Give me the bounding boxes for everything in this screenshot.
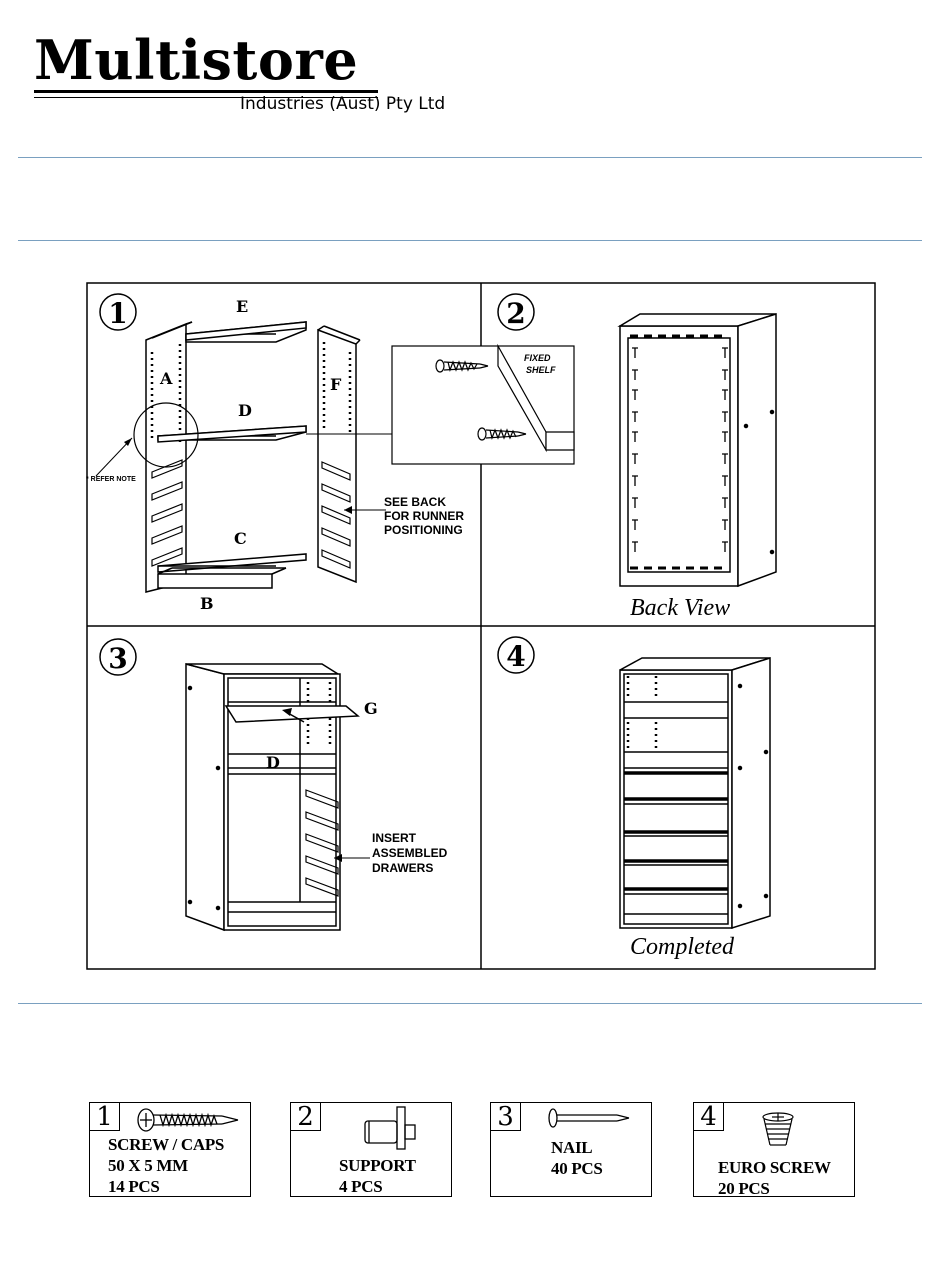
part-number: 4: [694, 1103, 724, 1131]
label-c: C: [234, 529, 247, 548]
part-line: 40 PCS: [551, 1158, 603, 1179]
label-e: E: [236, 297, 248, 316]
svg-text:4: 4: [506, 640, 525, 673]
part-card-nail: 3 NAIL 40 PCS: [490, 1102, 652, 1197]
step-3-insert-drawers: [186, 664, 370, 930]
step-1-exploded-view: [96, 322, 574, 592]
brand-name: Multistore: [34, 28, 358, 92]
part-description: EURO SCREW 20 PCS: [718, 1157, 831, 1199]
refer-note: * REFER NOTE: [86, 476, 136, 483]
see-back-line-2: FOR RUNNER: [384, 509, 464, 523]
svg-text:2: 2: [506, 297, 525, 330]
label-d: D: [238, 401, 252, 420]
step-1-badge: 1: [100, 294, 136, 330]
step-2-badge: 2: [498, 294, 534, 330]
part-line: 50 X 5 MM: [108, 1155, 224, 1176]
part-number: 2: [291, 1103, 321, 1131]
see-back-line-3: POSITIONING: [384, 523, 463, 537]
nail-icon: [547, 1107, 633, 1129]
insert-line-1: INSERT: [372, 831, 417, 845]
part-description: SCREW / CAPS 50 X 5 MM 14 PCS: [108, 1134, 224, 1197]
part-line: NAIL: [551, 1137, 603, 1158]
logo-underline: [34, 90, 378, 93]
part-description: SUPPORT 4 PCS: [339, 1155, 416, 1197]
part-line: EURO SCREW: [718, 1157, 831, 1178]
divider-bottom: [18, 1003, 922, 1004]
label-d-step3: D: [266, 753, 280, 772]
label-a: A: [159, 369, 173, 388]
part-line: SCREW / CAPS: [108, 1134, 224, 1155]
insert-line-3: DRAWERS: [372, 861, 433, 875]
part-number: 1: [90, 1103, 120, 1131]
part-description: NAIL 40 PCS: [551, 1137, 603, 1179]
label-g: G: [364, 699, 378, 718]
fixed-shelf-label-2: SHELF: [526, 365, 556, 375]
part-line: 14 PCS: [108, 1176, 224, 1197]
part-card-euro-screw: 4 EURO SCREW 20 PCS: [693, 1102, 855, 1197]
label-f: F: [330, 375, 342, 394]
support-icon: [361, 1105, 421, 1151]
part-line: 4 PCS: [339, 1176, 416, 1197]
assembly-diagram: 1 2 3 4: [86, 282, 876, 970]
part-number: 3: [491, 1103, 521, 1131]
part-card-support: 2 SUPPORT 4 PCS: [290, 1102, 452, 1197]
step-4-completed-unit: [620, 658, 770, 928]
part-line: SUPPORT: [339, 1155, 416, 1176]
fixed-shelf-label-1: FIXED: [524, 353, 551, 363]
screw-icon: [136, 1107, 246, 1133]
completed-caption: Completed: [630, 934, 735, 960]
step-3-badge: 3: [100, 639, 136, 675]
step-2-back-view: [620, 314, 776, 586]
label-b: B: [200, 594, 214, 613]
euro-screw-icon: [760, 1111, 796, 1151]
divider-top: [18, 157, 922, 158]
part-card-screw: 1 SCREW / CAPS 50 X 5 MM 14 PCS: [89, 1102, 251, 1197]
divider-second: [18, 240, 922, 241]
part-line: 20 PCS: [718, 1178, 831, 1199]
step-4-badge: 4: [498, 637, 534, 673]
svg-text:3: 3: [108, 642, 127, 675]
see-back-line-1: SEE BACK: [384, 495, 446, 509]
back-view-caption: Back View: [630, 595, 730, 621]
company-subtitle: Industries (Aust) Pty Ltd: [240, 94, 445, 114]
insert-line-2: ASSEMBLED: [372, 846, 448, 860]
company-logo: Multistore Industries (Aust) Pty Ltd: [34, 28, 358, 92]
svg-text:1: 1: [108, 297, 127, 330]
